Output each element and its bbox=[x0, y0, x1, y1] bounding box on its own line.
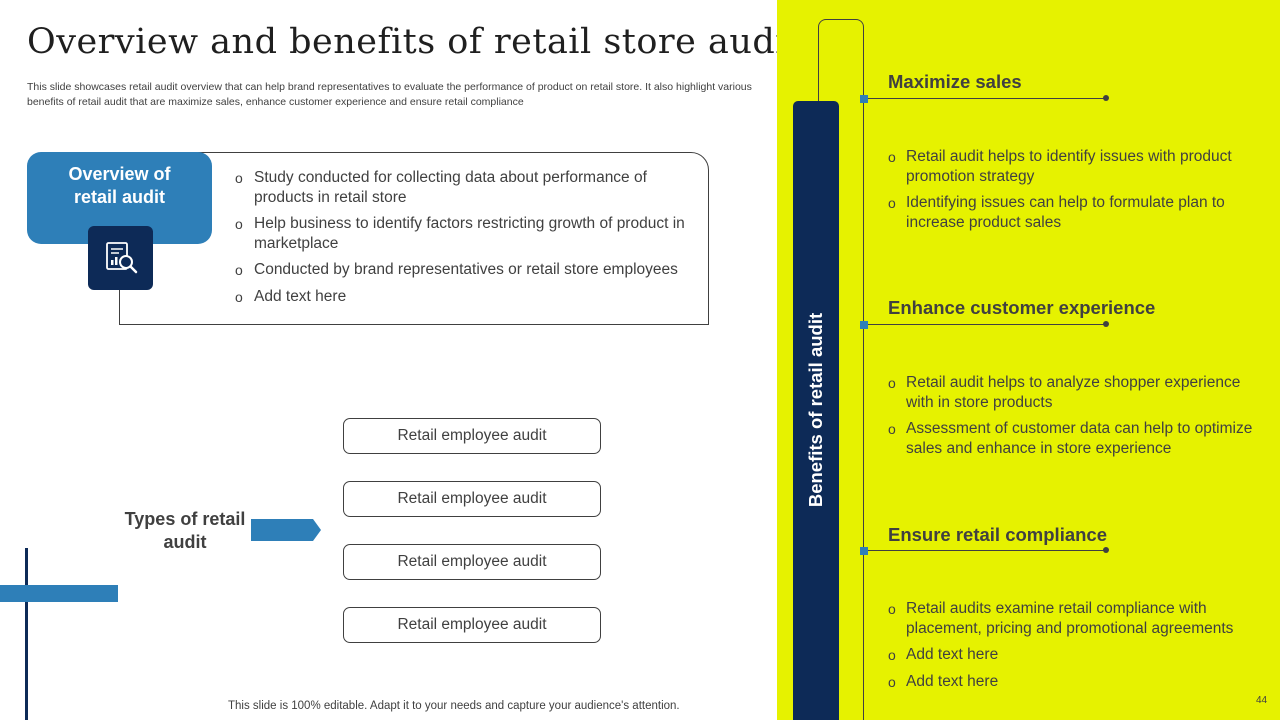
benefit-item: Assessment of customer data can help to … bbox=[888, 419, 1258, 458]
benefit-list: Retail audit helps to identify issues wi… bbox=[888, 147, 1258, 239]
page-title: Overview and benefits of retail store au… bbox=[27, 22, 802, 62]
benefit-item: Retail audits examine retail compliance … bbox=[888, 599, 1258, 638]
benefit-item: Identifying issues can help to formulate… bbox=[888, 193, 1258, 232]
benefit-list: Retail audit helps to analyze shopper ex… bbox=[888, 373, 1258, 465]
connector-dot bbox=[1103, 95, 1109, 101]
benefit-list: Retail audits examine retail compliance … bbox=[888, 599, 1258, 698]
arrow-right-icon bbox=[251, 519, 321, 546]
benefit-heading-customer-experience: Enhance customer experience bbox=[888, 297, 1156, 318]
overview-item: Study conducted for collecting data abou… bbox=[235, 168, 705, 207]
type-box: Retail employee audit bbox=[343, 481, 601, 517]
type-box: Retail employee audit bbox=[343, 418, 601, 454]
connector-line bbox=[864, 550, 1107, 551]
overview-list: Study conducted for collecting data abou… bbox=[235, 168, 705, 313]
type-box: Retail employee audit bbox=[343, 544, 601, 580]
page-subtitle: This slide showcases retail audit overvi… bbox=[27, 81, 752, 108]
connector-square bbox=[860, 547, 868, 555]
benefit-item: Retail audit helps to analyze shopper ex… bbox=[888, 373, 1258, 412]
overview-item: Help business to identify factors restri… bbox=[235, 214, 705, 253]
benefits-column-label: Benefits of retail audit bbox=[805, 312, 826, 508]
overview-item: Add text here bbox=[235, 287, 705, 306]
decorative-vertical-line bbox=[25, 548, 28, 720]
report-magnifier-icon bbox=[88, 226, 153, 290]
types-label: Types of retail audit bbox=[124, 509, 246, 552]
decorative-horizontal-bar bbox=[0, 585, 118, 602]
benefits-column bbox=[793, 101, 839, 720]
benefit-item: Add text here bbox=[888, 672, 1258, 691]
connector-square bbox=[860, 321, 868, 329]
benefit-heading-maximize-sales: Maximize sales bbox=[888, 71, 1022, 92]
connector-line bbox=[864, 98, 1107, 99]
overview-item: Conducted by brand representatives or re… bbox=[235, 260, 705, 280]
benefit-item: Add text here bbox=[888, 645, 1258, 665]
connector-dot bbox=[1103, 321, 1109, 327]
connector-dot bbox=[1103, 547, 1109, 553]
overview-tab-label: Overview of retail audit bbox=[68, 164, 171, 207]
type-box: Retail employee audit bbox=[343, 607, 601, 643]
connector-line bbox=[864, 324, 1107, 325]
connector-square bbox=[860, 95, 868, 103]
footer-note: This slide is 100% editable. Adapt it to… bbox=[228, 700, 680, 712]
benefit-heading-retail-compliance: Ensure retail compliance bbox=[888, 524, 1108, 545]
page-number: 44 bbox=[1256, 695, 1268, 706]
benefit-item: Retail audit helps to identify issues wi… bbox=[888, 147, 1258, 186]
